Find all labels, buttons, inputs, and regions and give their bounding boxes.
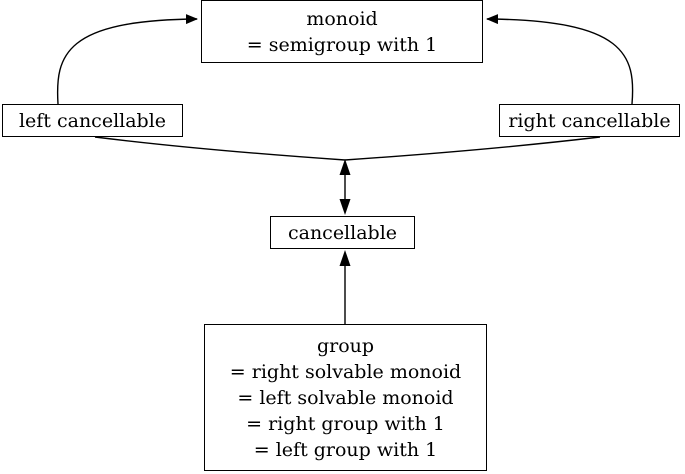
edge-right-cancellable-to-monoid bbox=[486, 14, 634, 105]
node-left-cancellable: left cancellable bbox=[2, 104, 183, 137]
group-definition-right-group: = right group with 1 bbox=[246, 412, 445, 435]
cancellable-label: cancellable bbox=[287, 221, 398, 244]
group-title: group bbox=[316, 334, 375, 357]
group-definition-right-solvable: = right solvable monoid bbox=[229, 360, 462, 383]
edge-right-cancellable-join bbox=[344, 136, 601, 161]
group-definition-left-group: = left group with 1 bbox=[253, 438, 438, 461]
monoid-definition: = semigroup with 1 bbox=[246, 33, 438, 56]
edge-left-cancellable-join bbox=[94, 136, 346, 161]
arrowhead-down-cancellable bbox=[339, 199, 351, 215]
node-right-cancellable: right cancellable bbox=[499, 104, 680, 137]
arrowhead-up-cancellable bbox=[339, 250, 351, 266]
node-monoid: monoid = semigroup with 1 bbox=[201, 0, 483, 63]
group-definition-left-solvable: = left solvable monoid bbox=[237, 386, 454, 409]
edge-left-cancellable-to-monoid bbox=[56, 14, 198, 105]
right-cancellable-label: right cancellable bbox=[508, 109, 671, 132]
arrowhead-up-join bbox=[339, 159, 351, 175]
node-group: group = right solvable monoid = left sol… bbox=[204, 324, 487, 471]
monoid-title: monoid bbox=[306, 7, 378, 30]
left-cancellable-label: left cancellable bbox=[18, 109, 167, 132]
node-cancellable: cancellable bbox=[270, 216, 415, 249]
